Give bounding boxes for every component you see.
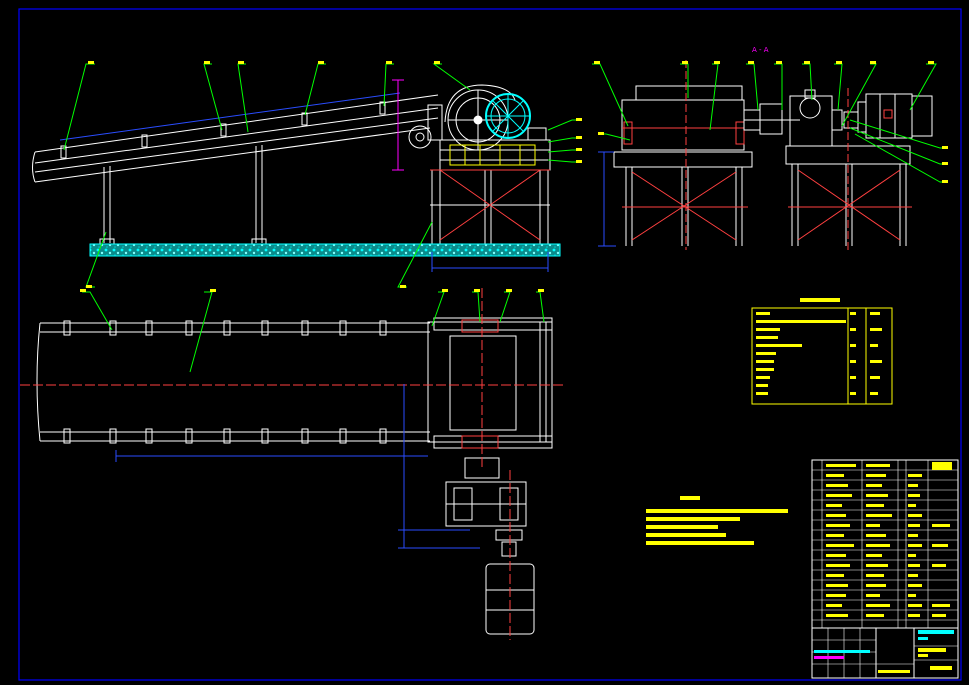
plan-view (36, 317, 553, 635)
title-block (811, 627, 959, 679)
parameters-table (751, 298, 893, 405)
part-tags-elevation (86, 61, 582, 288)
elevation-dimensions (431, 252, 549, 272)
plan-dimensions (115, 384, 480, 549)
section-dimensions (598, 151, 616, 247)
foundation-gravel (89, 243, 561, 257)
plan-rollers (20, 288, 565, 640)
section-bracing (622, 60, 912, 250)
drive-gear (485, 93, 531, 139)
section-label: A - A (752, 46, 769, 54)
technical-notes (646, 496, 788, 545)
part-tags-section (594, 61, 948, 183)
height-dimension (392, 79, 404, 171)
section-view (613, 85, 933, 246)
part-tags-plan (80, 289, 544, 292)
head-base (449, 144, 536, 166)
bill-of-materials (811, 459, 959, 629)
elevation-view (32, 84, 551, 245)
drawing-border (18, 8, 962, 681)
